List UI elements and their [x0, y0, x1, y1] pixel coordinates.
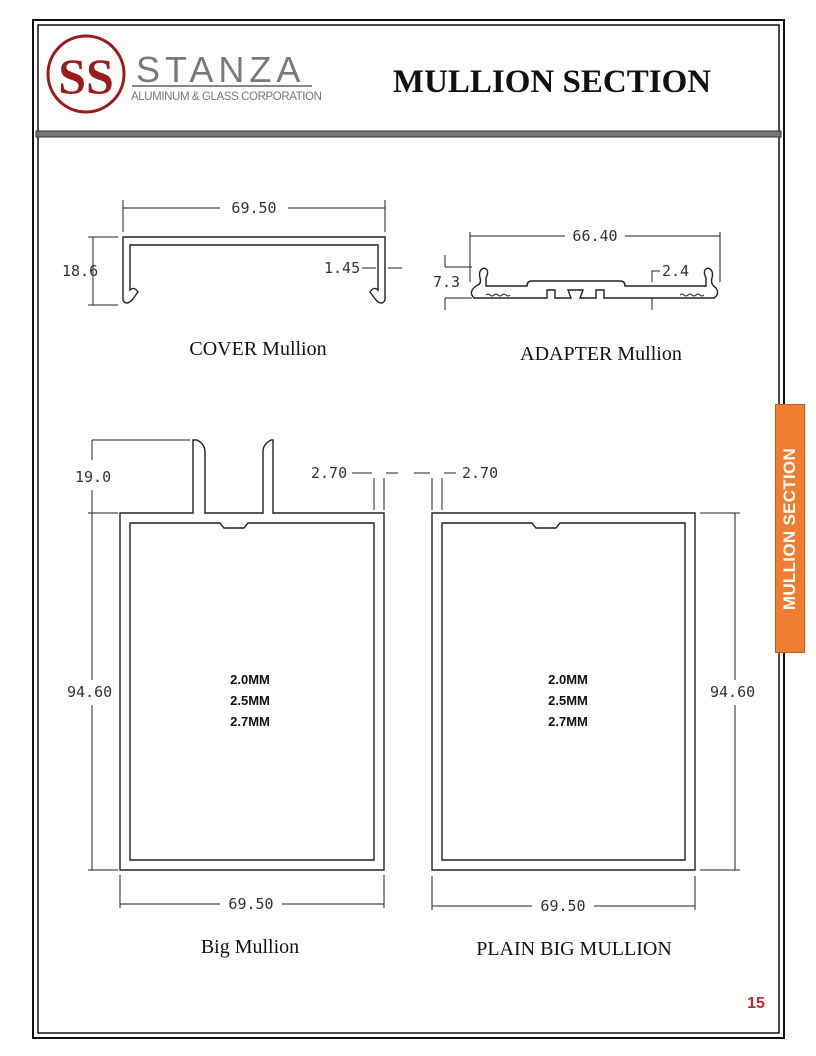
svg-text:COVER Mullion: COVER Mullion	[189, 338, 326, 360]
svg-text:ALUMINUM & GLASS CORPORATION: ALUMINUM & GLASS CORPORATION	[131, 91, 322, 103]
svg-text:2.4: 2.4	[662, 262, 689, 280]
svg-text:STANZA: STANZA	[136, 49, 305, 90]
svg-text:18.6: 18.6	[62, 262, 98, 280]
inner-border	[37, 24, 780, 1034]
svg-text:2.70: 2.70	[462, 464, 498, 482]
adapter-mullion-drawing: 66.40 7.3 2.4 ADAPTER Mullion	[433, 227, 721, 365]
page-title: MULLION SECTION	[393, 64, 711, 100]
outer-border	[32, 19, 785, 1039]
svg-text:69.50: 69.50	[228, 895, 273, 913]
svg-text:94.60: 94.60	[710, 683, 755, 701]
svg-text:69.50: 69.50	[540, 897, 585, 915]
svg-text:2.7MM: 2.7MM	[230, 714, 270, 729]
svg-text:2.0MM: 2.0MM	[230, 672, 270, 687]
stanza-logo: SS STANZA ALUMINUM & GLASS CORPORATION	[46, 34, 322, 114]
svg-text:2.5MM: 2.5MM	[548, 693, 588, 708]
svg-text:PLAIN BIG MULLION: PLAIN BIG MULLION	[476, 938, 672, 960]
side-tab-label: MULLION SECTION	[780, 447, 799, 610]
header-divider	[35, 130, 782, 138]
svg-text:94.60: 94.60	[67, 683, 112, 701]
plain-big-mullion-drawing: 2.70 94.60 69.50 2.0MM 2.5MM 2.7MM PLAIN…	[414, 464, 755, 960]
page-number: 15	[747, 995, 765, 1012]
svg-text:2.5MM: 2.5MM	[230, 693, 270, 708]
svg-text:2.0MM: 2.0MM	[548, 672, 588, 687]
svg-text:SS: SS	[58, 48, 114, 104]
big-mullion-drawing: 19.0 94.60 2.70 69.50 2.0MM 2.5MM 2.7MM …	[67, 439, 398, 958]
svg-text:ADAPTER Mullion: ADAPTER Mullion	[520, 343, 682, 365]
svg-text:1.45: 1.45	[324, 259, 360, 277]
svg-text:19.0: 19.0	[75, 468, 111, 486]
svg-text:66.40: 66.40	[572, 227, 617, 245]
cover-mullion-drawing: 69.50 18.6 1.45 COVER Mullion	[62, 199, 402, 360]
svg-text:2.7MM: 2.7MM	[548, 714, 588, 729]
svg-text:69.50: 69.50	[231, 199, 276, 217]
svg-text:Big Mullion: Big Mullion	[201, 936, 299, 958]
svg-text:7.3: 7.3	[433, 273, 460, 291]
svg-text:2.70: 2.70	[311, 464, 347, 482]
section-side-tab: MULLION SECTION	[775, 404, 805, 653]
